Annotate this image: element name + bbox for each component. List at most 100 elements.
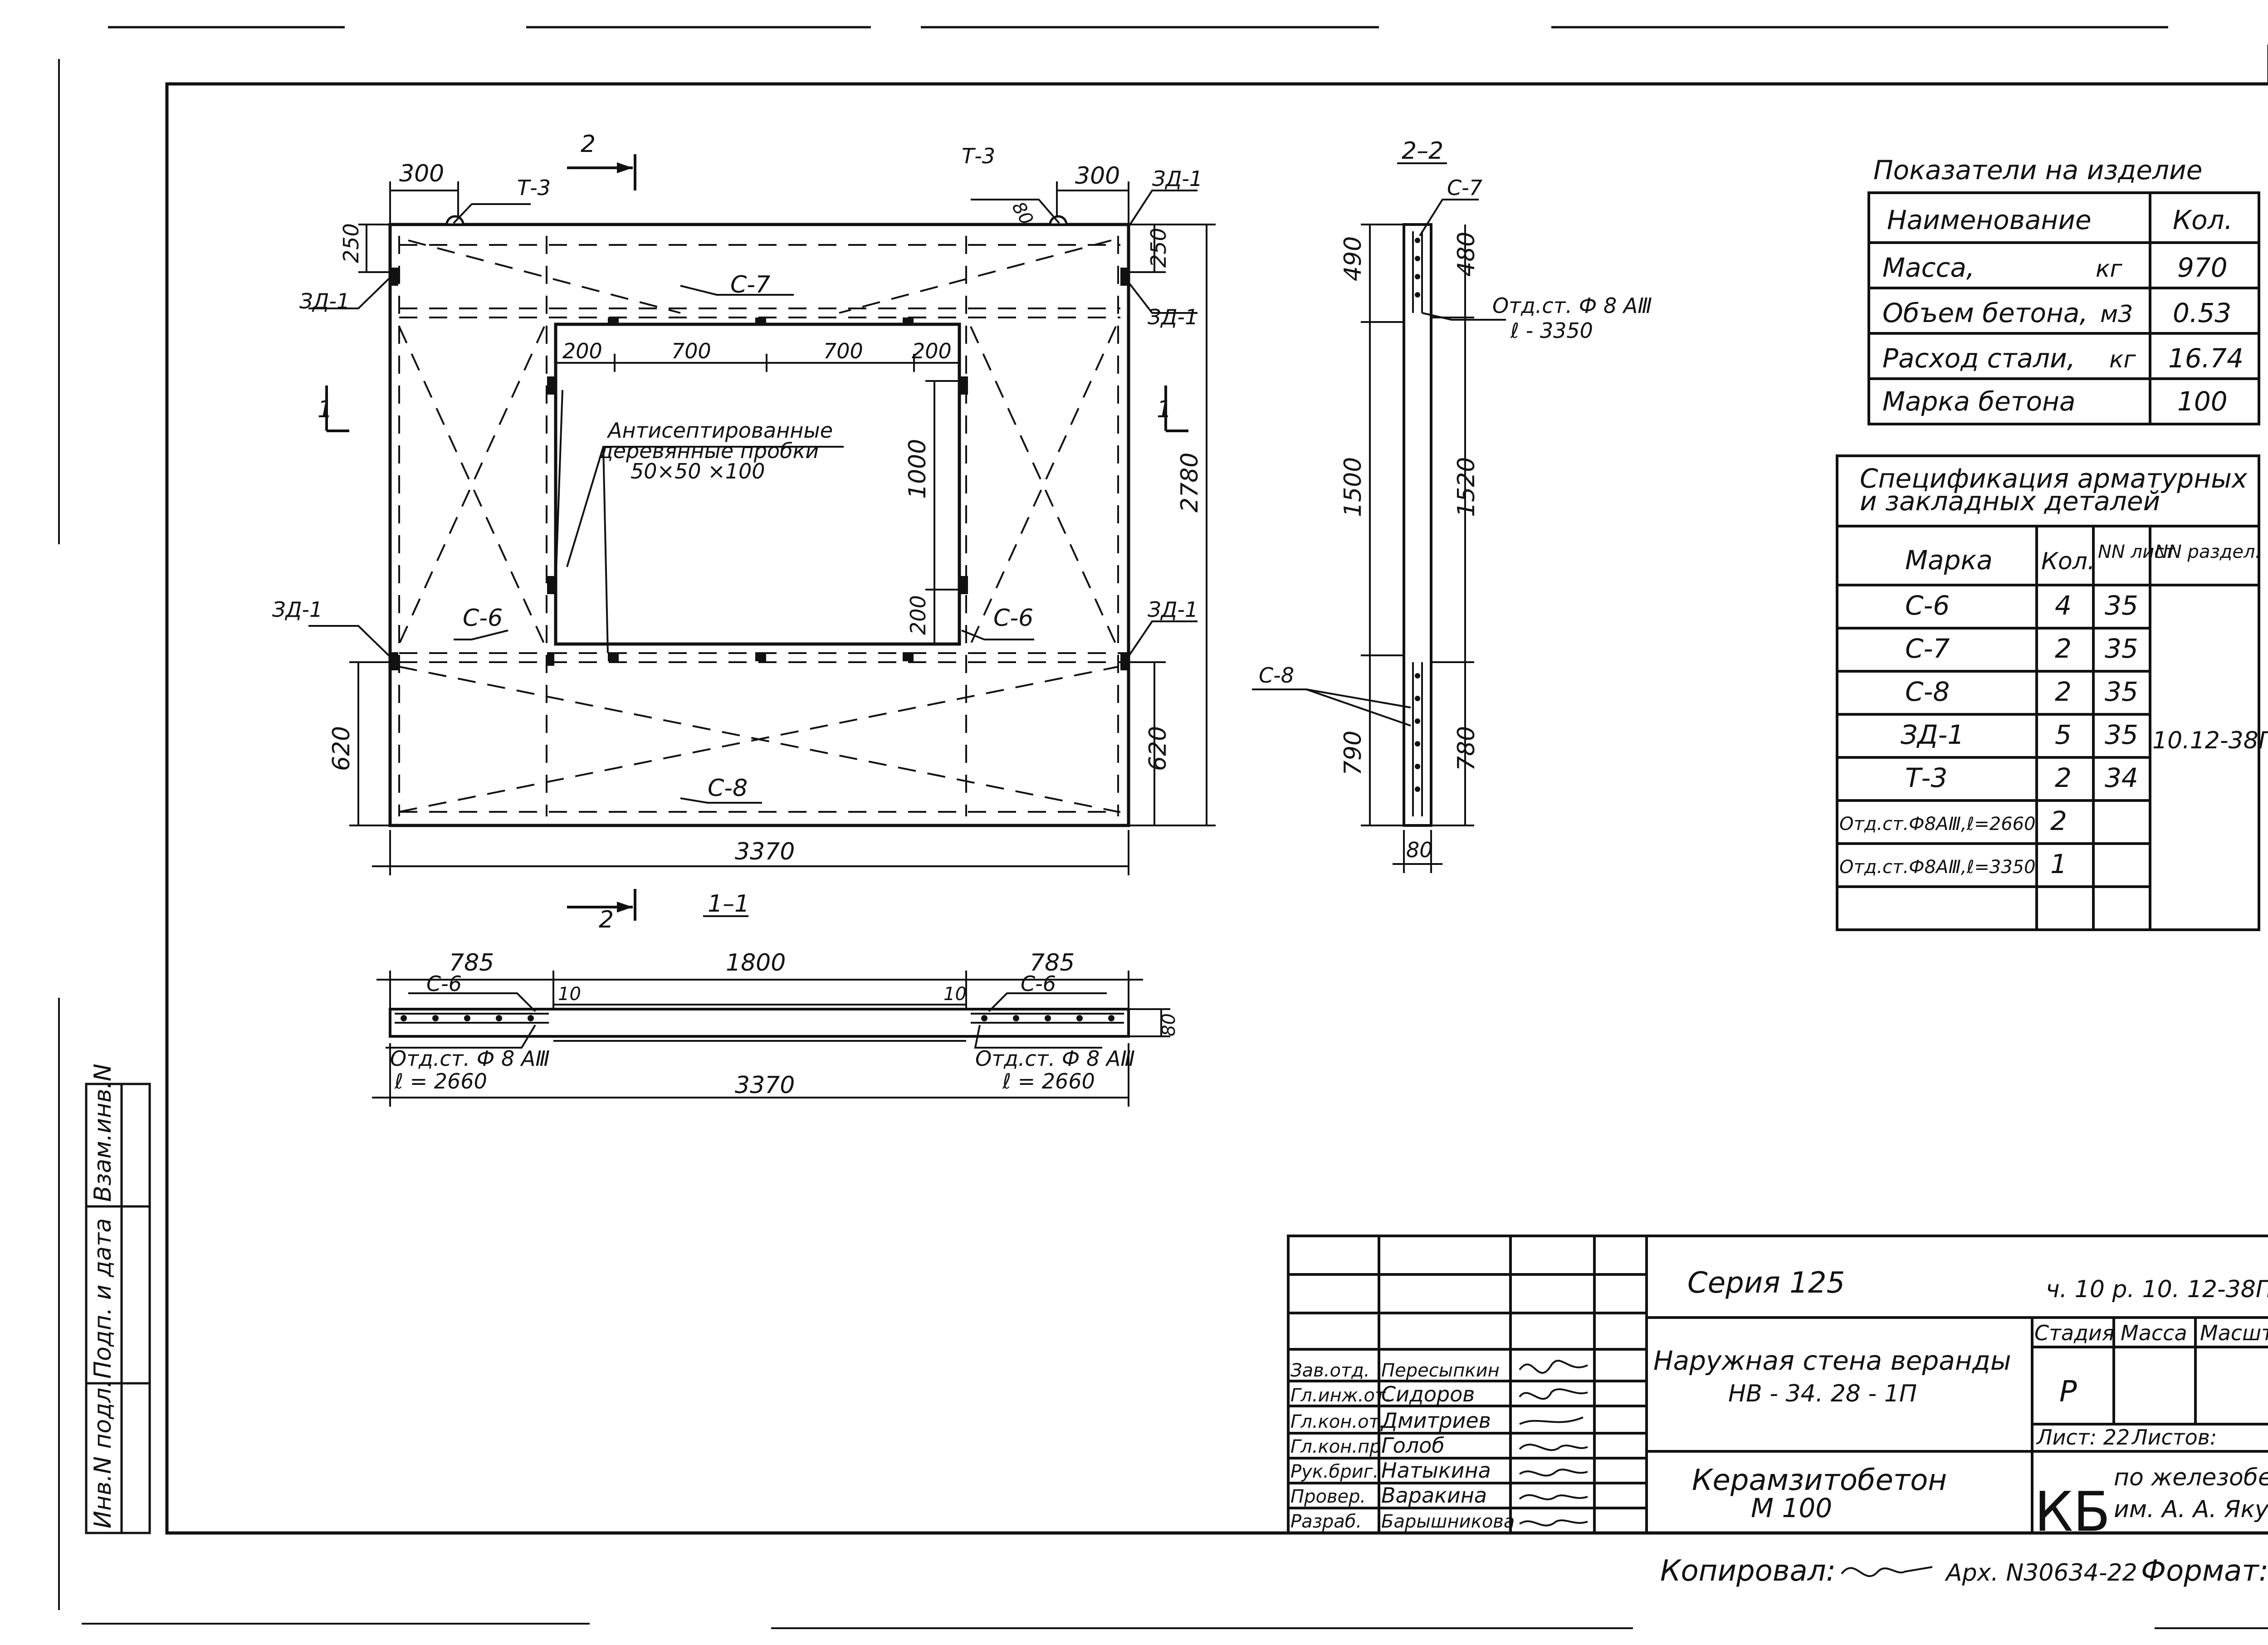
side-stamp-inv: Инв.N подл.	[89, 1380, 117, 1528]
section-1-bar-left-line1: Отд.ст. Ф 8 АⅢ	[390, 1046, 550, 1071]
label-zd1-mid-right: ЗД-1	[1148, 305, 1198, 329]
label-zd1-top-right: ЗД-1	[1152, 166, 1202, 191]
indicators-header-qty: Кол.	[2173, 205, 2233, 235]
spec-mark-4: ЗД-1	[1901, 719, 1964, 750]
spec-mark-1: С-6	[1905, 590, 1950, 621]
title-block: Серия 125 ч. 10 р. 10. 12-38П Наружная с…	[1287, 1235, 2268, 1544]
tb-material-line1: Керамзитобетон	[1692, 1464, 1947, 1497]
staff-name-4: Голоб	[1381, 1433, 1445, 1458]
tb-doc-code: ч. 10 р. 10. 12-38П	[2046, 1276, 2268, 1303]
opening-height: 1000	[904, 439, 931, 499]
panel-elevation: 300 300 250 250 2780 620 620 3370 200 70…	[272, 131, 1216, 933]
tb-name-line2: НВ - 34. 28 - 1П	[1728, 1380, 1917, 1407]
note-line1: Антисептированные	[606, 418, 833, 443]
spec-header-section: NN раздел.	[2155, 542, 2261, 562]
indicators-header-name: Наименование	[1887, 205, 2092, 235]
spec-sheet-1: 35	[2105, 590, 2138, 621]
section-1-dim-total: 3370	[735, 1072, 795, 1099]
spec-sheet-2: 35	[2105, 633, 2138, 664]
section-2-dim-left-1: 490	[1339, 236, 1367, 281]
spec-qty-2: 2	[2055, 633, 2072, 664]
staff-role-2: Гл.инж.от.	[1290, 1385, 1391, 1406]
indicators-title: Показатели на изделие	[1873, 155, 2202, 185]
section-mark-1-left: 1	[318, 396, 332, 423]
dim-right-bottom: 620	[1144, 726, 1172, 771]
panel-outline	[388, 223, 1130, 827]
label-c6-left: С-6	[463, 605, 503, 632]
spec-title-line2: и закладных деталей	[1860, 486, 2160, 517]
tb-name-line1: Наружная стена веранды	[1653, 1345, 2011, 1376]
spec-header-qty: Кол.	[2041, 548, 2095, 575]
indicator-value-3: 16.74	[2168, 343, 2244, 374]
section-1-c6-left: С-6	[426, 971, 462, 996]
section-1-c6-right: С-6	[1021, 971, 1056, 996]
label-t3-left: Т-3	[517, 176, 551, 200]
spec-qty-5: 2	[2055, 762, 2072, 793]
label-t3-right: Т-3	[962, 144, 995, 168]
tb-org-logo: КБ	[2034, 1481, 2111, 1544]
spec-sheet-5: 34	[2105, 762, 2138, 793]
opening-bottom: 200	[906, 595, 930, 635]
staff-name-1: Пересыпкин	[1381, 1360, 1500, 1381]
section-1-dim-785-left: 785	[449, 949, 494, 976]
footer-copied: Копировал:	[1660, 1554, 1836, 1588]
opening-dim-4: 200	[912, 339, 952, 363]
section-mark-2-top: 2	[581, 131, 596, 158]
dim-bottom-total: 3370	[735, 838, 795, 865]
side-stamp	[85, 1083, 151, 1534]
section-1-dim-thickness: 80	[1158, 1013, 1179, 1036]
footer: Копировал: Арх. N30634-22 Формат: 12Г	[1660, 1554, 2268, 1588]
note-line3: 50×50 ×100	[631, 459, 765, 483]
spec-qty-4: 5	[2055, 719, 2072, 750]
spec-qty-6: 2	[2050, 805, 2067, 836]
opening-dim-1: 200	[562, 339, 602, 363]
indicator-name-3: Расход стали,	[1882, 343, 2075, 374]
spec-header-mark: Марка	[1905, 545, 1993, 576]
staff-name-5: Натыкина	[1381, 1458, 1491, 1483]
spec-sheet-4: 35	[2105, 719, 2138, 750]
spec-mark-7: Отд.ст.Ф8АⅢ,ℓ=3350	[1839, 857, 2036, 878]
label-zd1-top-left: ЗД-1	[299, 289, 350, 313]
dim-left-bottom: 620	[328, 726, 355, 771]
indicator-unit-3: кг	[2109, 346, 2136, 373]
label-zd1-bottom-right: ЗД-1	[1148, 597, 1198, 622]
sheet-frame	[58, 26, 2268, 1629]
spec-qty-1: 4	[2055, 590, 2072, 621]
signatures	[1519, 1360, 1588, 1527]
indicator-name-2: Объем бетона,	[1882, 298, 2088, 328]
dim-right-total: 2780	[1176, 453, 1203, 513]
section-2-dim-right-1: 480	[1453, 232, 1480, 277]
footer-format: Формат: 12Г	[2141, 1554, 2268, 1588]
section-2-bottom-dim: 80	[1406, 838, 1433, 862]
staff-name-3: Дмитриев	[1380, 1408, 1491, 1433]
opening-dim-2: 700	[671, 339, 711, 363]
note-line2: деревянные пробки	[598, 439, 819, 463]
section-1-bar-left-line2: ℓ = 2660	[394, 1069, 487, 1093]
section-2-bar-line1: Отд.ст. Ф 8 АⅢ	[1492, 293, 1652, 318]
staff-role-7: Разраб.	[1290, 1511, 1362, 1532]
tb-series: Серия 125	[1687, 1266, 1845, 1300]
staff-name-6: Варакина	[1381, 1483, 1487, 1508]
spec-mark-3: С-8	[1905, 676, 1950, 707]
indicator-name-4: Марка бетона	[1882, 386, 2076, 417]
tb-stage-header: Стадия	[2034, 1321, 2114, 1345]
staff-role-5: Рук.бриг.	[1290, 1461, 1378, 1482]
staff-name-7: Барышникова	[1381, 1511, 1515, 1532]
spec-mark-5: Т-3	[1905, 762, 1947, 793]
label-c6-right: С-6	[993, 605, 1033, 632]
spec-mark-6: Отд.ст.Ф8АⅢ,ℓ=2660	[1839, 814, 2036, 835]
section-1-dim-785-right: 785	[1030, 949, 1075, 976]
section-1-dim-10-left: 10	[558, 984, 581, 1005]
spec-sheet-3: 35	[2105, 676, 2138, 707]
dim-top-left: 300	[399, 160, 444, 187]
footer-archive: Арх. N30634-22	[1945, 1559, 2137, 1586]
label-c7: С-7	[730, 271, 770, 298]
staff-role-6: Провер.	[1290, 1486, 1366, 1507]
tb-org-line1: по железобетону	[2114, 1464, 2268, 1491]
tb-sheets: Листов:	[2131, 1425, 2217, 1450]
indicator-value-2: 0.53	[2173, 298, 2231, 328]
section-2-dim-left-3: 790	[1339, 731, 1367, 776]
spec-section-ref: 10.12-38П	[2152, 727, 2268, 754]
indicator-unit-1: кг	[2096, 255, 2122, 283]
indicators-table: Показатели на изделие Наименование Кол. …	[1867, 155, 2260, 425]
